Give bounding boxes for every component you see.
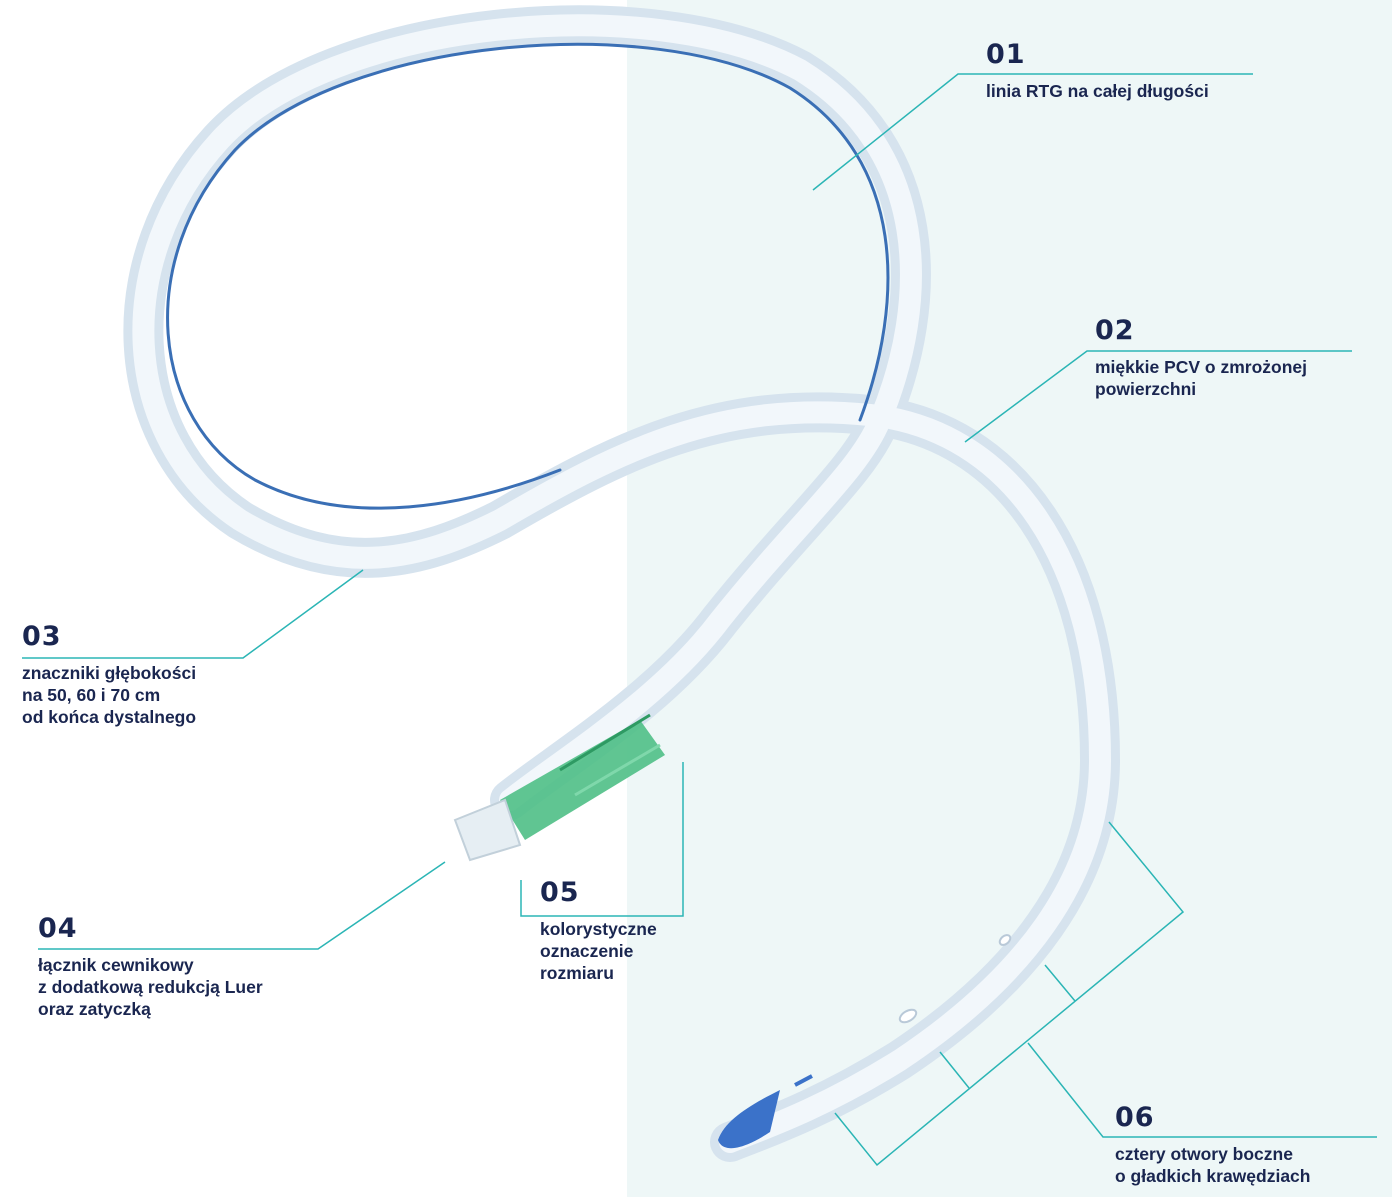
callout-number: 06 — [1115, 1102, 1155, 1133]
callout-number: 04 — [38, 913, 78, 944]
callout-03: 03 znaczniki głębokości na 50, 60 i 70 c… — [22, 622, 196, 728]
side-hole — [998, 934, 1012, 946]
leader-line-03 — [22, 569, 364, 659]
side-holes — [898, 934, 1012, 1024]
callout-number: 03 — [22, 621, 62, 652]
callout-04: 04 łącznik cewnikowy z dodatkową redukcj… — [38, 914, 263, 1020]
catheter-tube-highlight — [132, 14, 1111, 1153]
callout-02: 02 miękkie PCV o zmrożonej powierzchni — [1095, 316, 1307, 400]
callout-text: miękkie PCV o zmrożonej powierzchni — [1095, 357, 1308, 399]
callout-text: kolorystyczne oznaczenie rozmiaru — [540, 919, 657, 983]
side-holes-tick — [939, 1051, 970, 1089]
callout-text: łącznik cewnikowy z dodatkową redukcją L… — [38, 955, 263, 1019]
leader-lines — [22, 73, 1377, 1167]
callout-06: 06 cztery otwory boczne o gładkich krawę… — [1115, 1103, 1310, 1187]
callout-number: 05 — [540, 877, 580, 908]
callout-text: linia RTG na całej długości — [986, 81, 1209, 101]
side-holes-bracket — [834, 821, 1185, 1167]
callout-text: znaczniki głębokości na 50, 60 i 70 cm o… — [22, 663, 197, 727]
xray-line — [166, 42, 890, 510]
callout-05: 05 kolorystyczne oznaczenie rozmiaru — [540, 878, 657, 984]
callout-01: 01 linia RTG na całej długości — [986, 40, 1209, 102]
side-hole — [898, 1008, 918, 1024]
catheter-connector — [453, 713, 665, 862]
side-holes-tick — [1044, 964, 1076, 1002]
leader-line-01 — [812, 73, 1253, 191]
callout-number: 02 — [1095, 315, 1135, 346]
callout-text: cztery otwory boczne o gładkich krawędzi… — [1115, 1144, 1311, 1186]
leader-line-06 — [1027, 1042, 1377, 1138]
catheter-tube — [123, 5, 1120, 1162]
leader-line-05 — [520, 762, 684, 917]
leader-line-02 — [964, 350, 1352, 443]
callout-number: 01 — [986, 39, 1026, 70]
leader-line-04 — [38, 861, 446, 950]
catheter-tip — [718, 1074, 813, 1149]
